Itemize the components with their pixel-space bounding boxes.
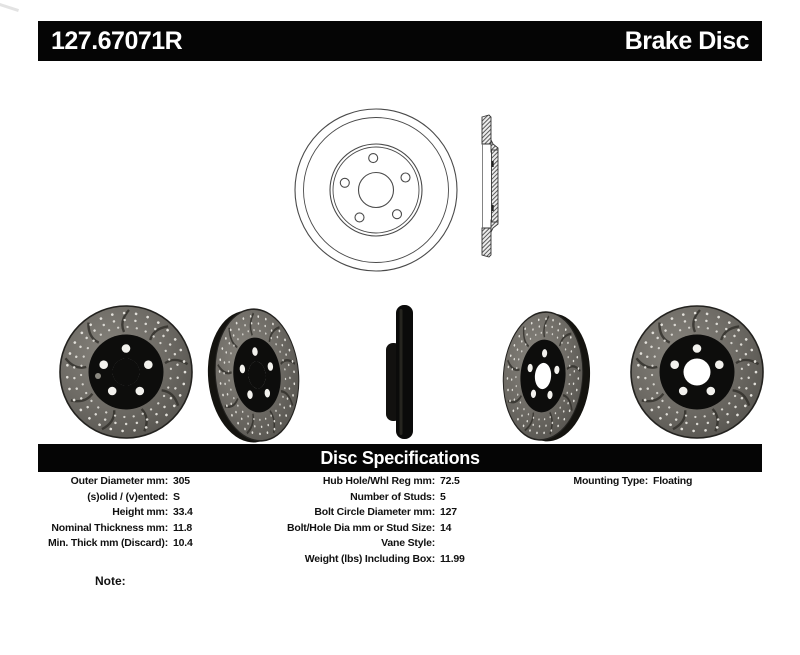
spec-row-height: Height mm: 33.4 xyxy=(30,505,193,521)
spec-row-outer-diameter: Outer Diameter mm: 305 xyxy=(30,474,193,490)
spec-column-middle: Hub Hole/Whl Reg mm: 72.5 Number of Stud… xyxy=(245,474,465,567)
spec-row-weight: Weight (lbs) Including Box: 11.99 xyxy=(245,552,465,568)
spec-label: Min. Thick mm (Discard): xyxy=(47,537,168,549)
spec-value: 305 xyxy=(173,475,190,487)
spec-value: Floating xyxy=(653,475,693,487)
spec-row-nominal-thickness: Nominal Thickness mm: 11.8 xyxy=(30,521,193,537)
spec-label: Mounting Type: xyxy=(573,475,648,487)
spec-value: 10.4 xyxy=(173,537,193,549)
product-type-title: Brake Disc xyxy=(624,26,750,55)
spec-label: Bolt Circle Diameter mm: xyxy=(314,506,435,518)
spec-label: Bolt/Hole Dia mm or Stud Size: xyxy=(286,521,435,534)
rotor-photo-angled-right xyxy=(499,309,591,444)
spec-section-title: Disc Specifications xyxy=(320,447,480,468)
product-photo-row xyxy=(0,295,800,445)
rotor-photo-angled-left xyxy=(207,306,304,445)
spec-row-bolt-hole-dia: Bolt/Hole Dia mm or Stud Size: 14 xyxy=(245,521,465,537)
spec-row-bolt-circle-diameter: Bolt Circle Diameter mm: 127 xyxy=(245,505,465,521)
spec-value: 14 xyxy=(440,521,452,534)
spec-section-bar: Disc Specifications xyxy=(38,444,762,472)
part-number: 127.67071R xyxy=(51,26,183,55)
brake-disc-front-drawing xyxy=(294,108,458,272)
spec-value: 127 xyxy=(440,506,457,518)
spec-value: 11.8 xyxy=(173,521,193,534)
spec-label: Height mm: xyxy=(112,506,168,518)
spec-value: S xyxy=(173,490,180,503)
note-label: Note: xyxy=(95,574,126,588)
rotor-photo-front-2 xyxy=(631,306,763,438)
spec-column-left: Outer Diameter mm: 305 (s)olid / (v)ente… xyxy=(30,474,193,552)
rotor-photo-edge xyxy=(386,305,413,439)
spec-row-vane-style: Vane Style: xyxy=(245,536,465,552)
header-bar: 127.67071R Brake Disc xyxy=(38,21,762,61)
spec-row-min-thick: Min. Thick mm (Discard): 10.4 xyxy=(30,536,193,552)
spec-value: 33.4 xyxy=(173,506,193,518)
spec-row-hub-hole: Hub Hole/Whl Reg mm: 72.5 xyxy=(245,474,465,490)
spec-label: Number of Studs: xyxy=(350,490,435,503)
spec-row-number-of-studs: Number of Studs: 5 xyxy=(245,490,465,506)
spec-label: Weight (lbs) Including Box: xyxy=(304,552,436,565)
spec-column-right: Mounting Type: Floating xyxy=(545,474,692,490)
spec-value: 5 xyxy=(440,490,446,503)
spec-label: Vane Style: xyxy=(381,537,435,549)
spec-value: 72.5 xyxy=(440,475,460,487)
spec-label: Outer Diameter mm: xyxy=(70,475,169,487)
rotor-photo-front xyxy=(60,306,192,438)
spec-label: Nominal Thickness mm: xyxy=(51,521,168,534)
spec-value: 11.99 xyxy=(440,552,465,565)
spec-row-solid-vented: (s)olid / (v)ented: S xyxy=(30,490,193,506)
brake-disc-cross-section-drawing xyxy=(481,114,499,258)
scan-artifact xyxy=(0,3,20,13)
spec-label: Hub Hole/Whl Reg mm: xyxy=(322,475,435,487)
spec-row-mounting-type: Mounting Type: Floating xyxy=(545,474,692,490)
spec-label: (s)olid / (v)ented: xyxy=(87,490,168,503)
